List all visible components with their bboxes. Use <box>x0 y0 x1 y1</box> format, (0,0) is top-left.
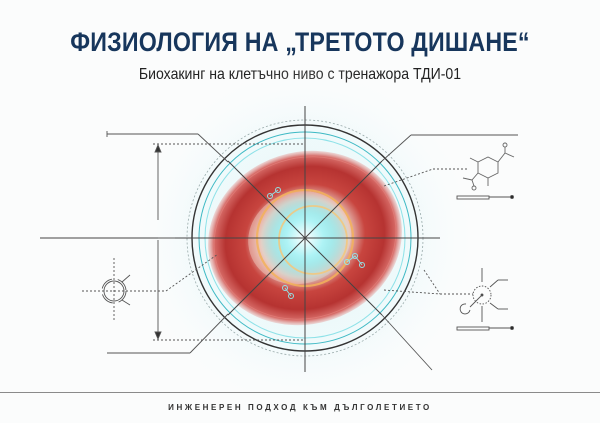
crosshair-icon <box>40 106 440 372</box>
rotation-symbol-icon <box>459 268 508 322</box>
dimension-arrow-icon <box>106 131 305 354</box>
footer-divider <box>0 392 600 393</box>
page-title: ФИЗИОЛОГИЯ НА „ТРЕТОТО ДИШАНЕ“ <box>70 27 530 57</box>
circle-target-icon <box>82 253 219 322</box>
molecule-icon <box>462 142 515 191</box>
footer-tagline: ИНЖЕНЕРЕН ПОДХОД КЪМ ДЪЛГОЛЕТИЕТО <box>168 403 432 412</box>
